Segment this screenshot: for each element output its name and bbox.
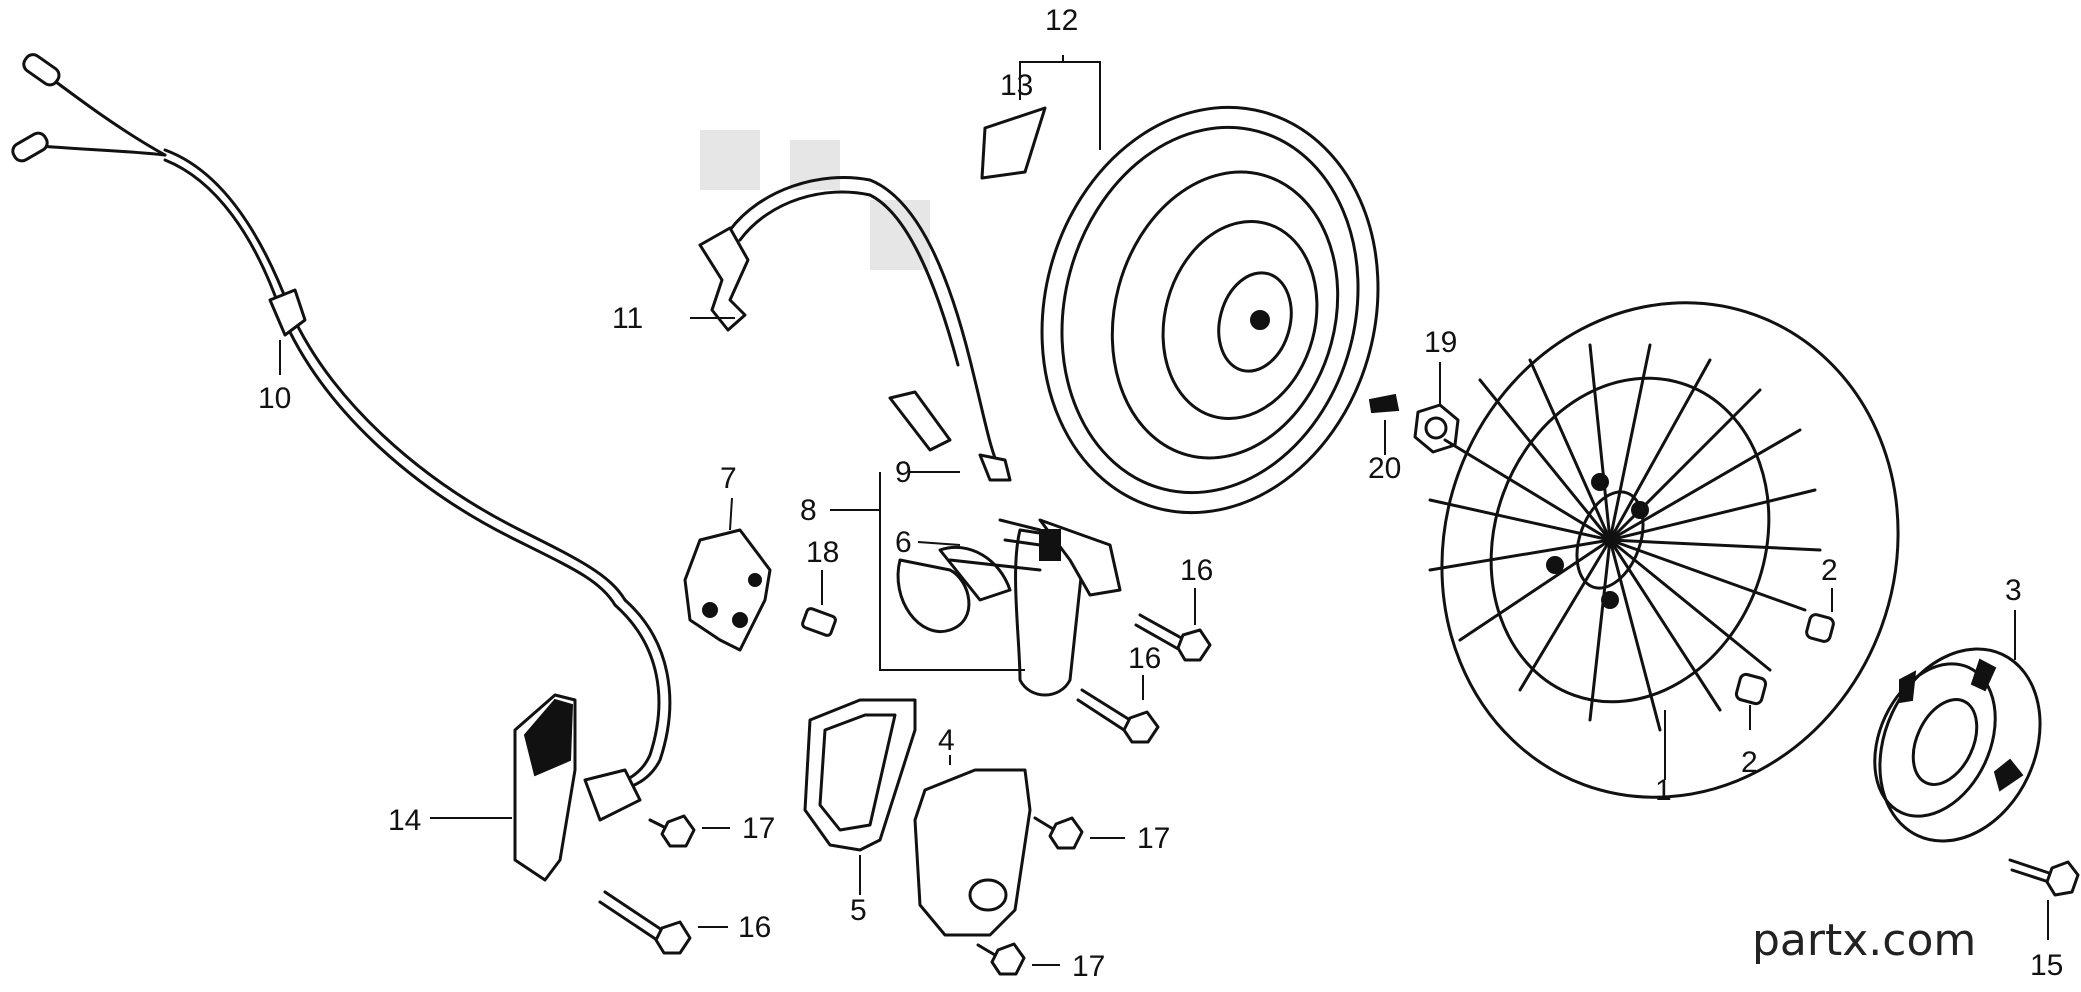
part-5-gasket — [803, 698, 917, 852]
callout-2: 2 — [1821, 554, 1838, 587]
part-16-bolt-b — [1076, 688, 1160, 744]
callout-10: 10 — [258, 382, 291, 415]
callout-9: 9 — [895, 456, 912, 489]
part-13-bracket — [513, 693, 642, 882]
callout-5: 5 — [850, 894, 867, 927]
part-15-bolt — [2008, 858, 2080, 897]
part-18-nut — [801, 607, 837, 637]
part-1-cooling-fan — [1428, 301, 1900, 799]
part-20-key — [1368, 393, 1400, 414]
site-watermark: partx.com — [1752, 915, 1976, 966]
callout-14: 13 — [1000, 69, 1033, 102]
callout-12: 12 — [1045, 4, 1078, 37]
part-3-starter-pulley — [1873, 647, 2042, 843]
part-17-bolt-c — [976, 942, 1026, 976]
part-4-cover — [913, 768, 1032, 937]
callout-17: 17 — [742, 812, 775, 845]
part-7-breaker — [683, 528, 772, 652]
callout-17: 17 — [1137, 822, 1170, 855]
part-11-spark-plug-cap — [698, 175, 1002, 472]
callout-11: 11 — [612, 302, 643, 335]
part-12-flywheel — [1040, 105, 1380, 515]
callout-7: 7 — [720, 462, 737, 495]
part-14-key — [980, 106, 1047, 180]
callout-13: 14 — [388, 804, 421, 837]
part-2-collar-a — [1805, 613, 1835, 643]
part-16-bolt-c — [598, 890, 692, 955]
callouts: 1 2 2 3 4 5 6 7 8 9 10 11 12 13 14 15 16… — [258, 4, 2063, 983]
part-17-bolt-a — [648, 814, 696, 848]
callout-15: 15 — [2030, 949, 2063, 982]
callout-4: 4 — [938, 724, 955, 757]
callout-16: 16 — [1128, 642, 1161, 675]
callout-2: 2 — [1741, 746, 1758, 779]
callout-17: 17 — [1072, 950, 1105, 983]
callout-3: 3 — [2005, 574, 2022, 607]
callout-19: 19 — [1424, 326, 1457, 359]
part-2-collar-b — [1734, 672, 1768, 706]
callout-1: 1 — [1655, 774, 1672, 807]
wire-harness — [11, 53, 672, 797]
callout-20: 20 — [1368, 452, 1401, 485]
part-16-bolt-a — [1134, 613, 1212, 662]
callout-6: 6 — [895, 526, 912, 559]
part-17-bolt-b — [1033, 816, 1084, 850]
callout-8: 8 — [800, 494, 817, 527]
leader-lines — [279, 55, 2049, 966]
part-8-ignition-coil — [888, 390, 1122, 697]
callout-18: 18 — [806, 536, 839, 569]
callout-16: 16 — [738, 911, 771, 944]
callout-16: 16 — [1180, 554, 1213, 587]
